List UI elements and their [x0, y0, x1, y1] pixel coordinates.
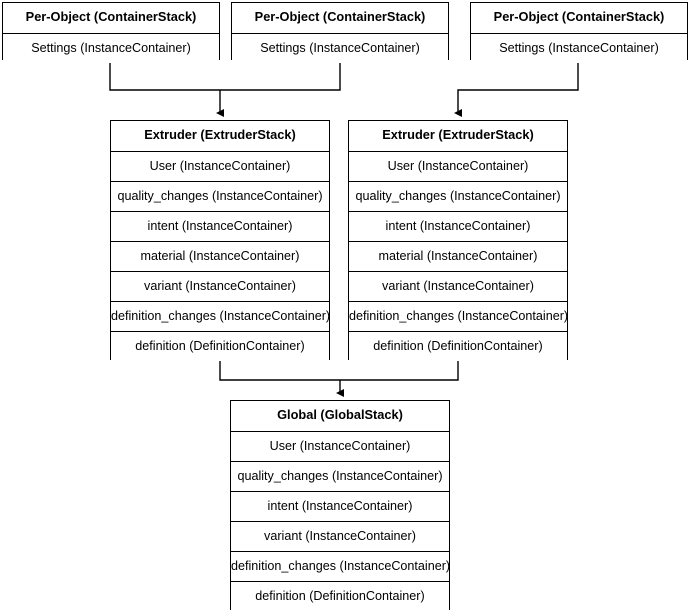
node-extruder-1[interactable]: Extruder (ExtruderStack) User (InstanceC… — [110, 120, 330, 361]
edge-extruder1-to-global — [340, 360, 459, 381]
node-per-object-3[interactable]: Per-Object (ContainerStack) Settings (In… — [470, 2, 688, 63]
node-row-quality-changes[interactable]: quality_changes (InstanceContainer) — [231, 461, 449, 491]
node-row-user[interactable]: User (InstanceContainer) — [349, 151, 567, 181]
node-row-variant[interactable]: variant (InstanceContainer) — [349, 271, 567, 301]
node-header: Per-Object (ContainerStack) — [3, 3, 219, 33]
node-header: Per-Object (ContainerStack) — [471, 3, 687, 33]
node-row-definition[interactable]: definition (DefinitionContainer) — [111, 331, 329, 361]
node-row-user[interactable]: User (InstanceContainer) — [111, 151, 329, 181]
edge-extruder0-to-global — [219, 360, 340, 381]
node-row-quality-changes[interactable]: quality_changes (InstanceContainer) — [349, 181, 567, 211]
node-extruder-2[interactable]: Extruder (ExtruderStack) User (InstanceC… — [348, 120, 568, 361]
edge-perobj0-to-extruder0 — [109, 60, 220, 91]
node-row-definition[interactable]: definition (DefinitionContainer) — [231, 581, 449, 611]
node-header: Extruder (ExtruderStack) — [111, 121, 329, 151]
node-global[interactable]: Global (GlobalStack) User (InstanceConta… — [230, 400, 450, 611]
node-row-definition[interactable]: definition (DefinitionContainer) — [349, 331, 567, 361]
node-row-intent[interactable]: intent (InstanceContainer) — [231, 491, 449, 521]
node-row-quality-changes[interactable]: quality_changes (InstanceContainer) — [111, 181, 329, 211]
node-row-material[interactable]: material (InstanceContainer) — [111, 241, 329, 271]
node-row-user[interactable]: User (InstanceContainer) — [231, 431, 449, 461]
node-row-settings[interactable]: Settings (InstanceContainer) — [3, 33, 219, 63]
node-per-object-1[interactable]: Per-Object (ContainerStack) Settings (In… — [2, 2, 220, 63]
node-row-definition-changes[interactable]: definition_changes (InstanceContainer) — [231, 551, 449, 581]
node-row-intent[interactable]: intent (InstanceContainer) — [111, 211, 329, 241]
node-row-intent[interactable]: intent (InstanceContainer) — [349, 211, 567, 241]
node-row-definition-changes[interactable]: definition_changes (InstanceContainer) — [349, 301, 567, 331]
edge-perobj2-to-extruder1 — [454, 60, 579, 117]
node-row-variant[interactable]: variant (InstanceContainer) — [231, 521, 449, 551]
node-row-settings[interactable]: Settings (InstanceContainer) — [471, 33, 687, 63]
node-header: Per-Object (ContainerStack) — [232, 3, 448, 33]
edge-perobj1-to-extruder0 — [220, 60, 341, 91]
node-row-definition-changes[interactable]: definition_changes (InstanceContainer) — [111, 301, 329, 331]
node-header: Extruder (ExtruderStack) — [349, 121, 567, 151]
node-per-object-2[interactable]: Per-Object (ContainerStack) Settings (In… — [231, 2, 449, 63]
node-header: Global (GlobalStack) — [231, 401, 449, 431]
node-row-material[interactable]: material (InstanceContainer) — [349, 241, 567, 271]
node-row-variant[interactable]: variant (InstanceContainer) — [111, 271, 329, 301]
node-row-settings[interactable]: Settings (InstanceContainer) — [232, 33, 448, 63]
